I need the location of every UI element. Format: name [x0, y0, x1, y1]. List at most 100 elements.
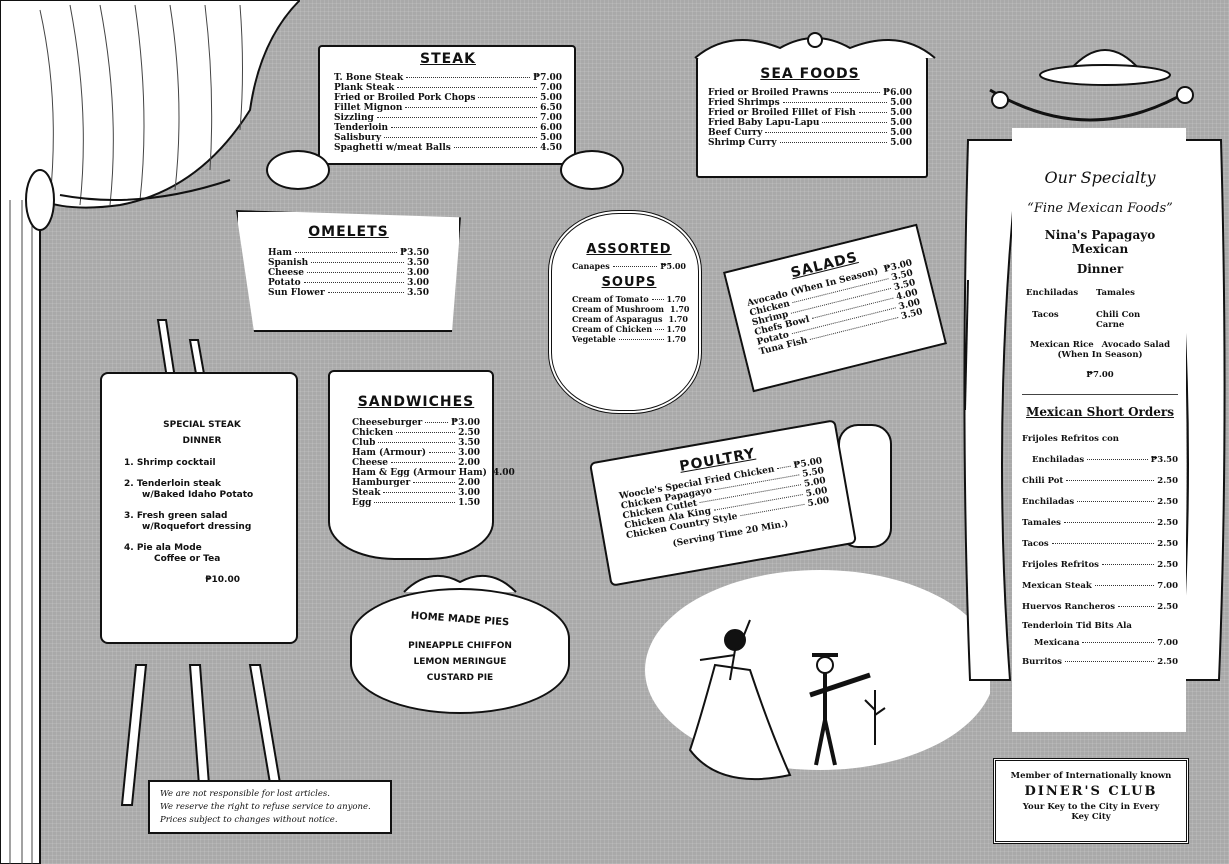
seafoods-title: SEA FOODS [760, 66, 860, 82]
menu-item: Enchiladas₱3.50 [1032, 455, 1178, 465]
menu-item: Canapes₱5.00 [572, 261, 686, 271]
special-steak-subtitle: DINNER [182, 436, 222, 446]
pies-item: CUSTARD PIE [426, 673, 494, 683]
soups-title: SOUPS [601, 275, 657, 290]
diners-club-line: Your Key to the City in Every [1022, 802, 1160, 812]
list-item: Chili Con Carne [1096, 310, 1141, 330]
list-item: Enchiladas [1026, 288, 1079, 298]
special-steak-price: ₱10.00 [205, 575, 240, 585]
sandwiches-title: SANDWICHES [357, 394, 475, 410]
specialty-subheading: “Fine Mexican Foods” [1027, 201, 1173, 216]
assorted-soups-panel: ASSORTED Canapes₱5.00 SOUPS Cream of Tom… [548, 210, 702, 414]
diners-club-line: Member of Internationally known [1010, 771, 1172, 781]
dancers-illustration [645, 570, 990, 781]
list-item: Avocado Salad [1101, 340, 1171, 350]
special-steak-panel: SPECIAL STEAK DINNER 1. Shrimp cocktail … [100, 372, 298, 644]
list-item: Mexican Rice [1029, 340, 1094, 350]
notice-line: We reserve the right to refuse service t… [160, 802, 371, 812]
poultry-panel: POULTRY Woocle's Special Fried Chicken₱5… [588, 419, 858, 587]
notice-line: Prices subject to changes without notice… [160, 815, 338, 825]
pies-title: HOME MADE PIES [410, 610, 510, 629]
menu-item: Frijoles Refritos con [1022, 434, 1119, 444]
omelets-title: OMELETS [308, 224, 389, 240]
specialty-dinner-title-2: Dinner [1076, 262, 1124, 276]
seafoods-panel: SEA FOODS Fried or Broiled Prawns₱6.00 F… [696, 56, 928, 178]
pies-item: PINEAPPLE CHIFFON [408, 641, 512, 651]
pies-item: LEMON MERINGUE [413, 657, 507, 667]
specialty-dinner-title: Nina's Papagayo Mexican [1044, 228, 1156, 256]
scroll-curl-left [266, 150, 330, 190]
pies-panel: HOME MADE PIES PINEAPPLE CHIFFON LEMON M… [350, 588, 570, 714]
assorted-list: Canapes₱5.00 [572, 261, 686, 271]
season-note: (When In Season) [1057, 350, 1143, 360]
list-item: Tacos [1032, 310, 1059, 320]
short-orders-title: Mexican Short Orders [1026, 405, 1174, 419]
notice-box: We are not responsible for lost articles… [148, 780, 392, 834]
notice-line: We are not responsible for lost articles… [160, 789, 330, 799]
list-item: 1. Shrimp cocktail [124, 458, 216, 468]
specialty-heading: Our Specialty [1044, 168, 1156, 187]
diners-club-line: Key City [1071, 812, 1111, 822]
specialty-dinner-items: Enchiladas Tamales Tacos Chili Con Carne… [1022, 288, 1178, 380]
seafoods-list: Fried or Broiled Prawns₱6.00 Fried Shrim… [708, 88, 912, 148]
specialty-dinner-price: ₱7.00 [1086, 370, 1114, 380]
list-item: Tamales [1096, 288, 1135, 298]
menu-item: Cheeseburger₱3.00 [352, 418, 480, 428]
short-orders-list: Frijoles Refritos con Enchiladas₱3.50 Ch… [1022, 429, 1178, 673]
steak-title: STEAK [420, 51, 476, 67]
menu-item: Tenderloin Tid Bits Ala [1022, 621, 1132, 631]
menu-item: Ham & Egg (Armour Ham)4.00 [352, 468, 515, 478]
menu-item: T. Bone Steak₱7.00 [334, 73, 562, 83]
assorted-title: ASSORTED [586, 242, 672, 257]
menu-item: Ham₱3.50 [268, 248, 429, 258]
special-steak-title: SPECIAL STEAK [163, 420, 241, 430]
diners-club-name: DINER'S CLUB [1024, 784, 1158, 799]
diners-club-box: Member of Internationally known DINER'S … [993, 758, 1189, 844]
specialty-panel: Our Specialty “Fine Mexican Foods” Nina'… [1012, 128, 1186, 732]
menu-item: Ham (Armour)3.00 [352, 448, 480, 458]
